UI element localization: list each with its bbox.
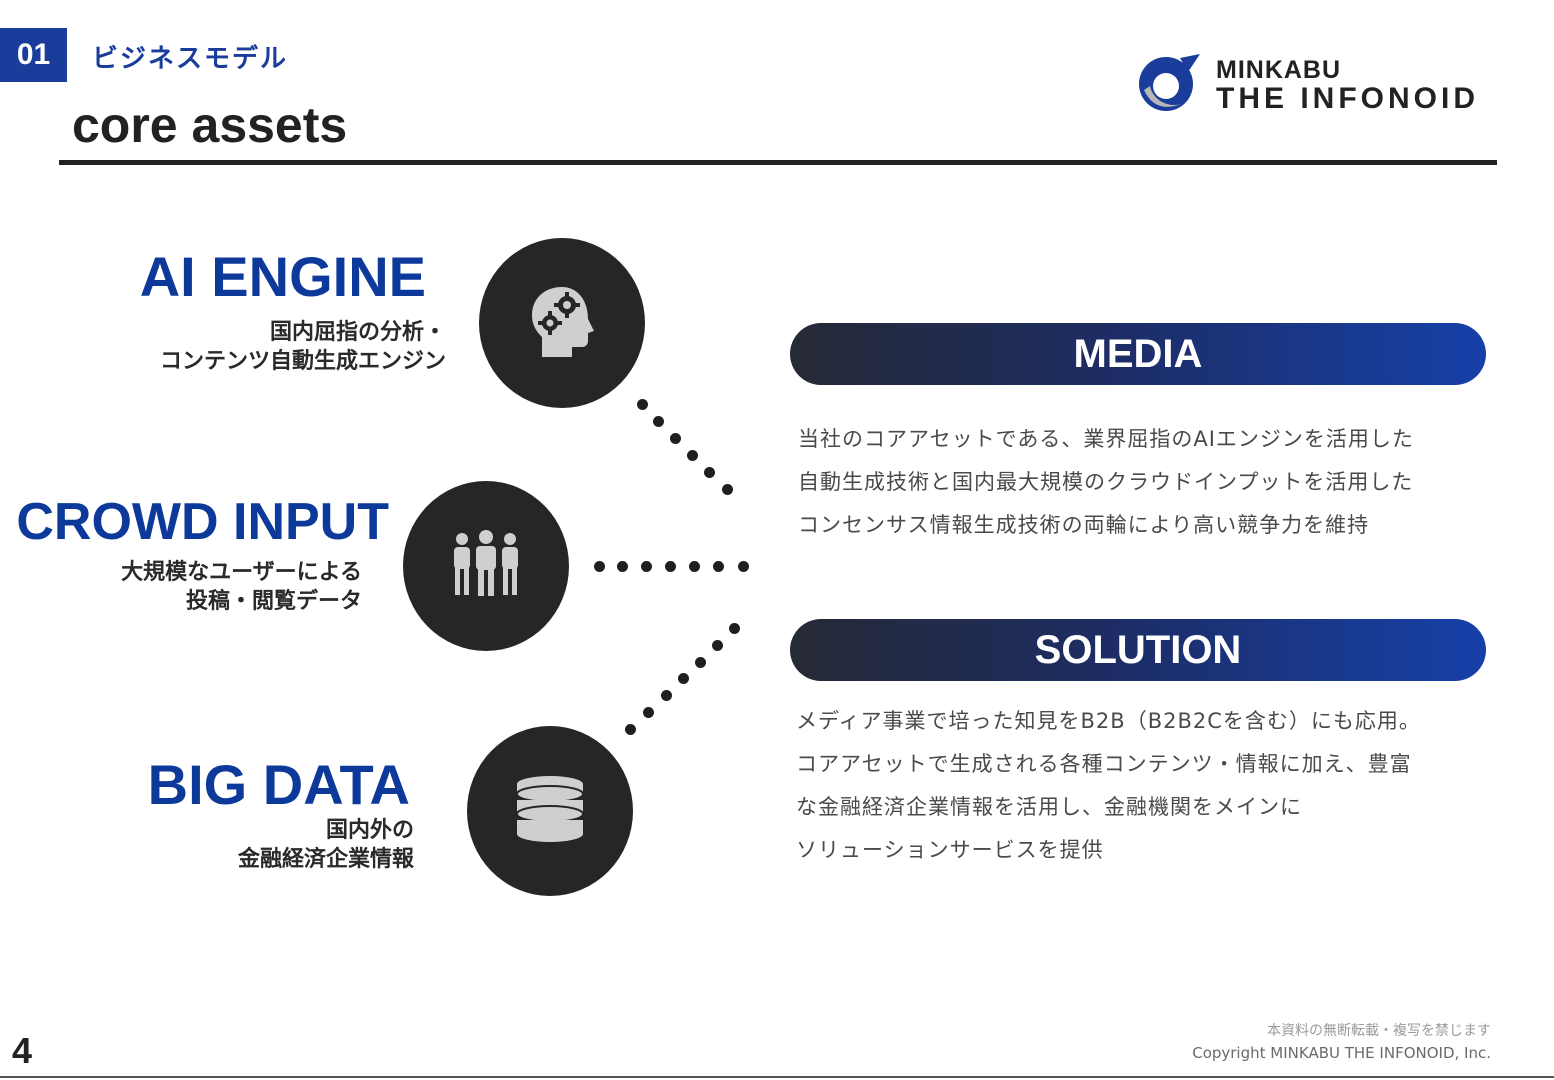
asset-subtitle-crowd-input: 大規模なユーザーによる 投稿・閲覧データ [121,560,362,614]
asset-title-ai-engine: AI ENGINE [139,245,426,308]
media-banner: MEDIA [790,323,1486,385]
people-group-icon [446,529,526,603]
solution-description: メディア事業で培った知見をB2B（B2B2Cを含む）にも応用。 コアアセットで生… [796,709,1421,862]
asset-title-big-data: BIG DATA [147,753,410,816]
section-title: ビジネスモデル [92,44,289,74]
big-data-circle [467,726,633,896]
asset-title-crowd-input: CROWD INPUT [16,493,389,551]
asset-subtitle-big-data: 国内外の 金融経済企業情報 [237,818,414,872]
media-description: 当社のコアアセットである、業界屈指のAIエンジンを活用した 自動生成技術と国内最… [798,427,1414,537]
asset-subtitle-ai-engine: 国内屈指の分析・ コンテンツ自動生成エンジン [159,320,446,374]
media-label: MEDIA [1073,331,1203,376]
header-divider [59,160,1497,165]
minkabu-logo-icon [1134,50,1202,114]
database-icon [515,774,585,848]
copy-notice: 本資料の無断転載・複写を禁じます [1267,1023,1491,1039]
ai-engine-circle [479,238,645,408]
page-title: core assets [72,97,348,153]
section-number-badge: 01 [0,28,67,82]
head-gears-icon [522,281,602,365]
crowd-input-circle [403,481,569,651]
solution-banner: SOLUTION [790,619,1486,681]
solution-label: SOLUTION [1034,627,1242,672]
logo-text-minkabu: MINKABU [1216,56,1342,84]
footer-divider [0,1076,1554,1078]
page-number: 4 [12,1030,33,1071]
logo-text-infonoid: THE INFONOID [1216,82,1479,115]
copyright: Copyright MINKABU THE INFONOID, Inc. [1192,1044,1491,1062]
